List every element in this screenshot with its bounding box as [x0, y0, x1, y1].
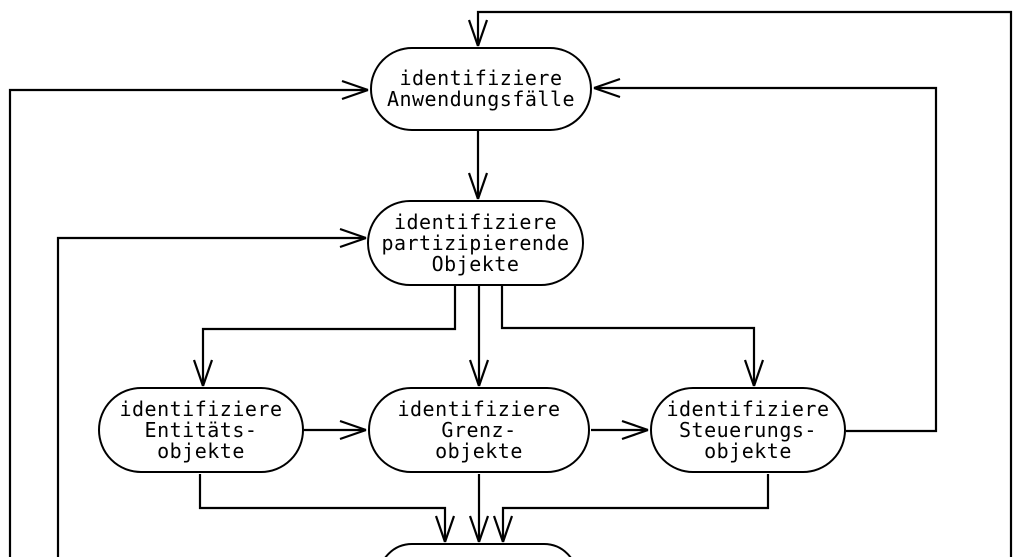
edge-partizipierende-to-entitaets [201, 286, 457, 386]
arrowhead-right-grenz-left [339, 419, 367, 441]
node-anwendungsfaelle-label: identifiziere Anwendungsfälle [386, 66, 576, 111]
arrowhead-down-partizipierende-top [467, 172, 489, 200]
node-steuerungsobjekte: identifiziere Steuerungs- objekte [650, 387, 846, 473]
edge-loop-left-inner [56, 236, 366, 557]
arrowhead-down-bottom-left [434, 515, 456, 543]
edge-steuerungs-to-anwendungsfaelle [594, 86, 938, 433]
arrowhead-down-entitaets-top [192, 359, 214, 387]
arrowhead-right-steuerungs-left [621, 419, 649, 441]
node-entitaetsobjekte: identifiziere Entitäts- objekte [98, 387, 304, 473]
node-steuerungsobjekte-label: identifiziere Steuerungs- objekte [666, 396, 830, 463]
arrowhead-down-bottom-center [468, 515, 490, 543]
arrowhead-down-anwendungsfaelle-top [467, 19, 489, 47]
edge-partizipierende-to-steuerungs [500, 286, 756, 386]
arrowhead-right-partizipierende-left [339, 227, 367, 249]
node-partizipierende-objekte: identifiziere partizipierende Objekte [367, 200, 584, 286]
edge-steuerungs-to-bottom [501, 474, 770, 542]
node-bottom-partial [378, 543, 578, 557]
node-anwendungsfaelle: identifiziere Anwendungsfälle [370, 47, 592, 131]
edge-entitaets-to-bottom [198, 474, 447, 542]
arrowhead-down-bottom-right [492, 515, 514, 543]
node-grenzobjekte: identifiziere Grenz- objekte [368, 387, 590, 473]
arrowhead-down-steuerungs-top [743, 359, 765, 387]
edge-loop-left-outer [8, 88, 368, 557]
arrowhead-down-grenz-top [468, 359, 490, 387]
node-partizipierende-objekte-label: identifiziere partizipierende Objekte [381, 209, 570, 276]
node-entitaetsobjekte-label: identifiziere Entitäts- objekte [119, 396, 283, 463]
edge-loop-top-right [476, 10, 1013, 557]
arrowhead-right-anwendungsfaelle-left [341, 79, 369, 101]
node-grenzobjekte-label: identifiziere Grenz- objekte [397, 396, 561, 463]
arrowhead-left-anwendungsfaelle-right [593, 77, 621, 99]
